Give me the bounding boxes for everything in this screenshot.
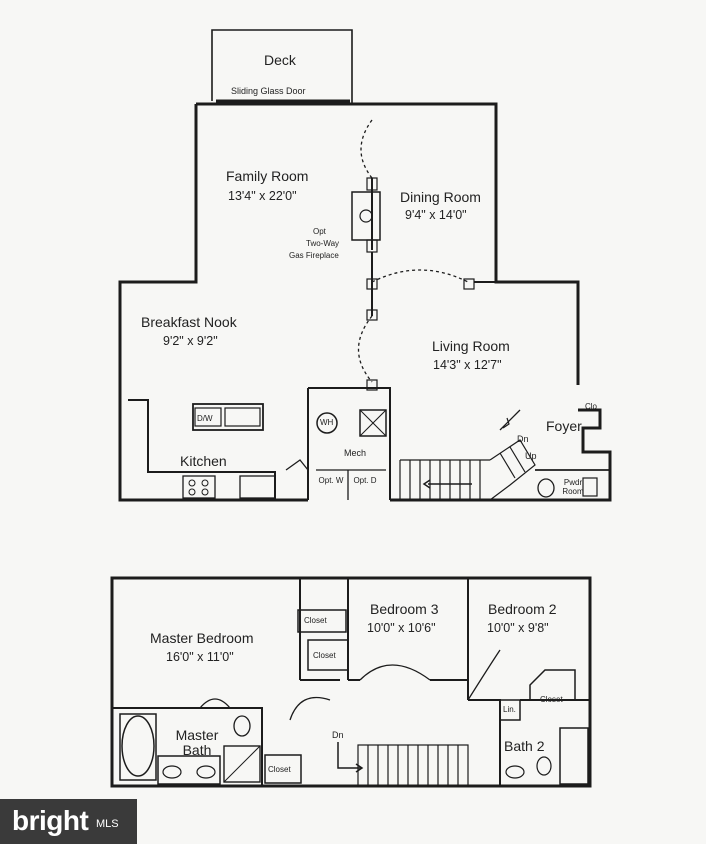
front-door-swing (499, 409, 521, 431)
living-room-dims: 14'3" x 12'7" (433, 358, 502, 372)
opt-washer-label: Opt. W (318, 476, 344, 485)
water-heater-label: WH (320, 418, 334, 427)
master-bath-tub (121, 715, 155, 777)
fireplace-line1: Opt (313, 227, 326, 236)
upper-exterior-wall (118, 102, 612, 502)
linen (499, 699, 521, 721)
lower-stairs (337, 742, 469, 787)
breakfast-nook-dims: 9'2" x 9'2" (163, 334, 218, 348)
bright-mls-watermark: bright MLS (0, 799, 137, 844)
sink (224, 407, 261, 427)
closet-d-label: Closet (268, 765, 291, 774)
bath2-label: Bath 2 (504, 738, 545, 754)
lower-stairs-dn-label: Dn (332, 730, 344, 740)
lower-exterior-wall (110, 576, 592, 788)
stairs-down-label: Dn (517, 434, 529, 444)
dishwasher (194, 407, 222, 427)
master-bedroom-label: Master Bedroom (150, 630, 254, 646)
family-room-dims: 13'4" x 22'0" (228, 189, 297, 203)
bedroom2-label: Bedroom 2 (488, 601, 557, 617)
kitchen-island (192, 403, 264, 431)
opt-dryer-label: Opt. D (353, 476, 377, 485)
fireplace-vent (359, 209, 373, 223)
master-bedroom-wall (112, 707, 263, 786)
foyer-closet-label: Clo (585, 402, 598, 411)
master-toilet (233, 715, 251, 737)
closet-a-label: Closet (304, 616, 327, 625)
fireplace-line2: Two-Way (306, 239, 340, 248)
bath2-sink (505, 765, 525, 779)
upper-stairs (399, 439, 536, 501)
closet-b (307, 639, 349, 671)
mech-label: Mech (344, 448, 367, 458)
family-living-arch (358, 315, 373, 383)
closet-b-label: Closet (313, 651, 336, 660)
mech-room-wall (307, 387, 391, 500)
bath2-toilet (536, 756, 552, 776)
kitchen-label: Kitchen (180, 453, 227, 469)
watermark-brand: bright (12, 805, 89, 836)
powder-toilet (537, 478, 555, 498)
closet-d (264, 754, 302, 784)
closet-c (529, 669, 576, 700)
powder-room-label: Pwdr Room (562, 478, 584, 497)
dining-living-arch (371, 269, 469, 283)
range (182, 475, 216, 499)
watermark-suffix: MLS (96, 818, 119, 830)
breakfast-nook-label: Breakfast Nook (141, 314, 237, 330)
dining-room-dims: 9'4" x 14'0" (405, 208, 467, 222)
family-room-label: Family Room (226, 168, 309, 184)
bath2-tub (559, 727, 589, 785)
bedroom2-dims: 10'0" x 9'8" (487, 621, 549, 635)
closet-c-label: Closet (540, 695, 563, 704)
bedroom3-label: Bedroom 3 (370, 601, 439, 617)
dishwasher-label: D/W (197, 414, 213, 423)
deck-outline (211, 29, 353, 103)
shower (223, 745, 261, 783)
sliding-glass-door-label: Sliding Glass Door (231, 86, 306, 96)
master-bedroom-dims: 16'0" x 11'0" (166, 650, 234, 664)
closet-a (297, 609, 347, 633)
deck-label: Deck (264, 52, 296, 68)
master-bath-label: Master Bath (175, 727, 219, 758)
fireplace (351, 191, 381, 241)
family-dining-arch (360, 119, 373, 179)
stairs-up-label: Up (525, 451, 537, 461)
water-heater (316, 412, 338, 434)
bedroom3-dims: 10'0" x 10'6" (367, 621, 436, 635)
linen-label: Lin. (503, 705, 516, 714)
master-vanity (157, 755, 221, 785)
refrigerator (239, 475, 276, 499)
living-room-label: Living Room (432, 338, 510, 354)
furnace (359, 409, 387, 437)
dining-room-label: Dining Room (400, 189, 481, 205)
foyer-label: Foyer (546, 418, 582, 434)
fireplace-line3: Gas Fireplace (289, 251, 339, 260)
